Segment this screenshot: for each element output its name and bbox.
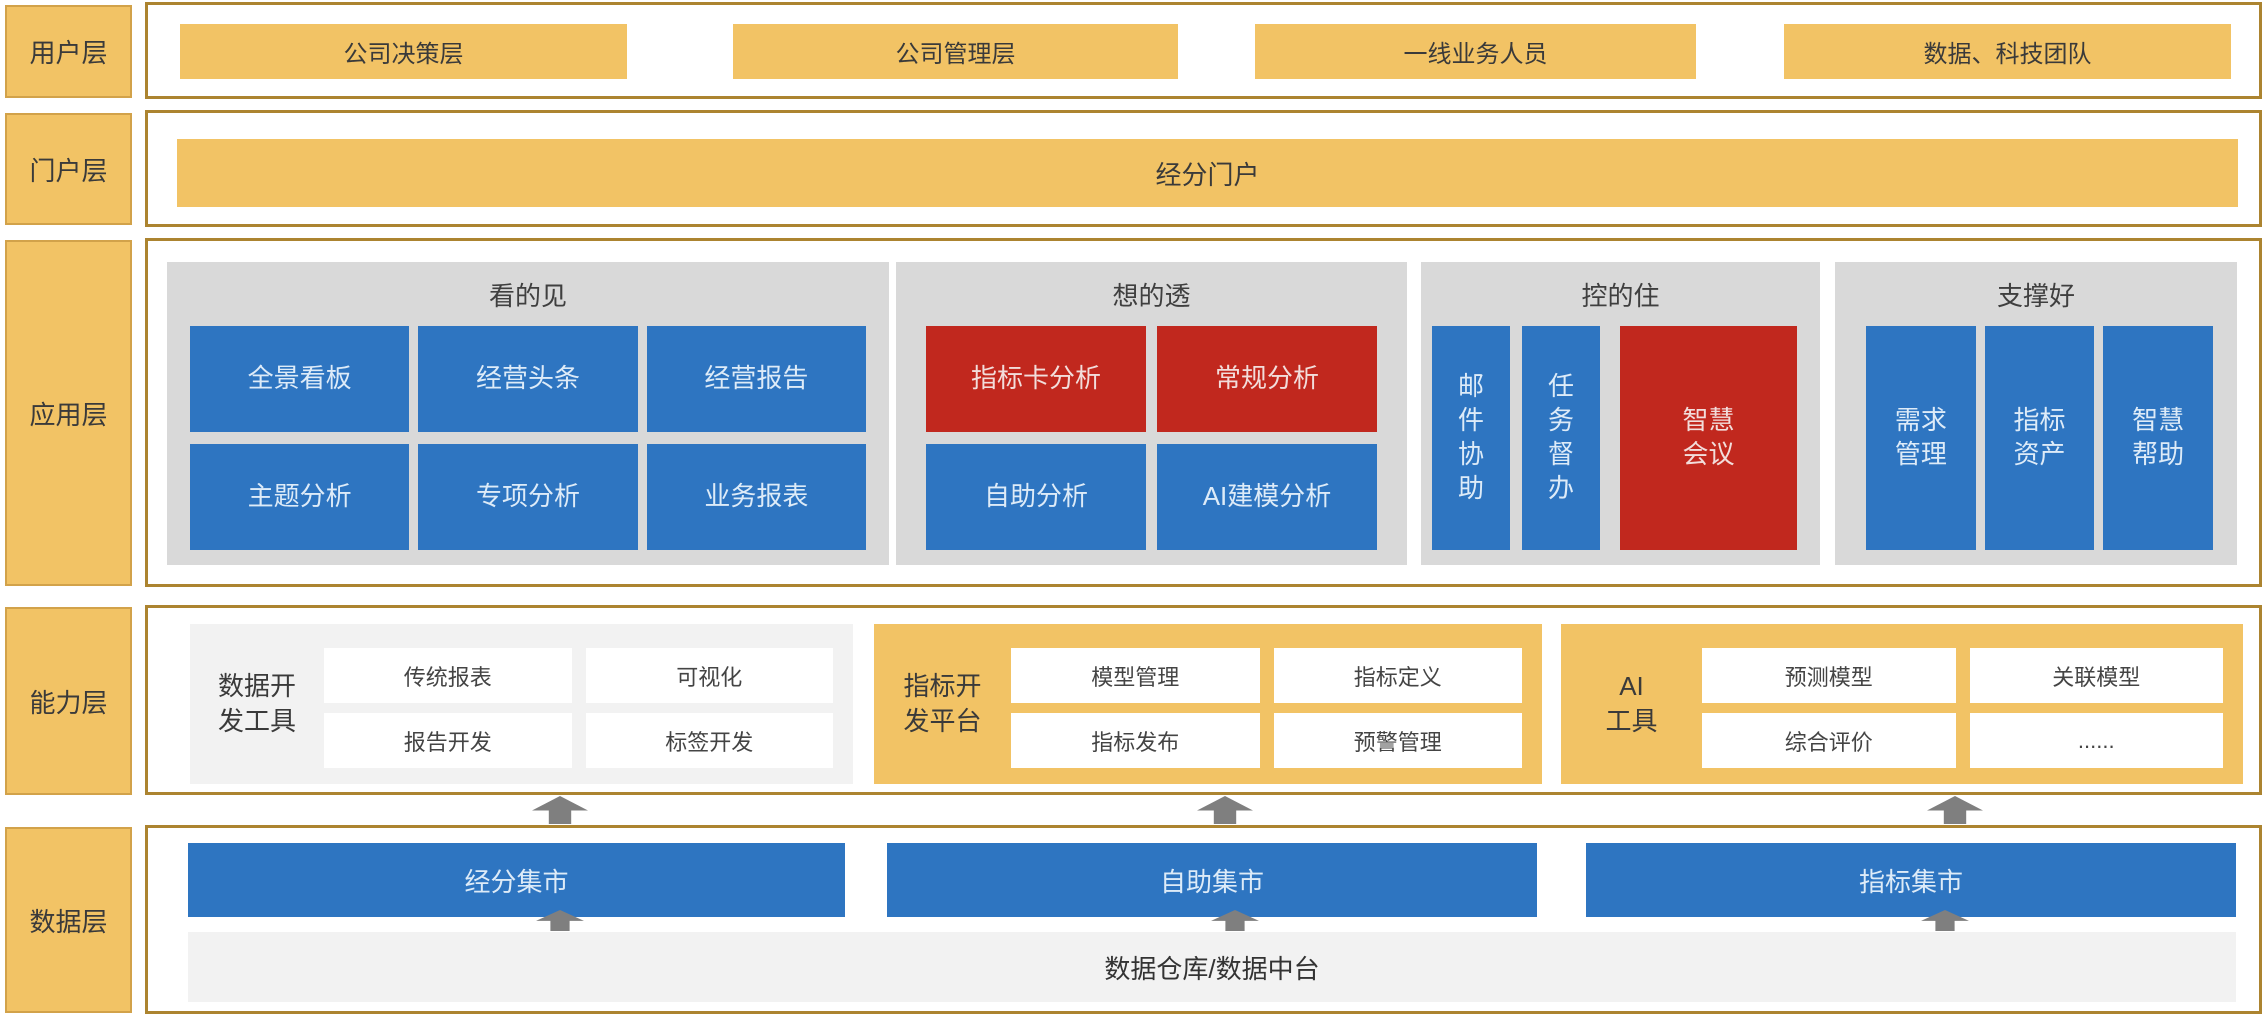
app-layer-box: 看的见 全景看板 经营头条 经营报告 主题分析 专项分析 业务报表 想的透 指标… (145, 238, 2262, 587)
app-item-ai-modeling-analysis: AI建模分析 (1157, 444, 1377, 550)
section-title: 支撑好 (1996, 280, 2075, 311)
layer-label-app: 应用层 (5, 240, 132, 586)
app-item-smart-meeting: 智慧 会议 (1620, 326, 1797, 550)
data-warehouse-bar: 数据仓库/数据中台 (188, 932, 2236, 1002)
section-title: 看的见 (488, 280, 567, 311)
capability-group-data-dev-tools: 数据开 发工具 传统报表 可视化 报告开发 标签开发 (190, 624, 853, 784)
capability-group-label: 指标开 发平台 (903, 670, 982, 736)
layer-label-capability: 能力层 (5, 607, 132, 795)
capability-item-indicator-definition: 指标定义 (1273, 648, 1522, 703)
capability-group-ai-tools: AI 工具 预测模型 关联模型 综合评价 ...... (1561, 624, 2243, 784)
app-item-demand-management: 需求 管理 (1866, 326, 1976, 550)
user-layer-box: 公司决策层 公司管理层 一线业务人员 数据、科技团队 (145, 2, 2262, 99)
portal-banner: 经分门户 (177, 139, 2238, 207)
app-item-indicator-assets: 指标 资产 (1984, 326, 2095, 550)
app-item-routine-analysis: 常规分析 (1157, 326, 1377, 432)
capability-item-alert-management: 预警管理 (1273, 713, 1522, 768)
capability-item-prediction-model: 预测模型 (1702, 648, 1956, 703)
app-item-selfservice-analysis: 自助分析 (926, 444, 1146, 550)
capability-item-ellipsis: ...... (1969, 713, 2223, 768)
up-arrow (1927, 796, 1983, 824)
layer-label-user: 用户层 (5, 5, 132, 98)
portal-layer-box: 经分门户 (145, 110, 2262, 227)
capability-group-indicator-platform: 指标开 发平台 模型管理 指标定义 指标发布 预警管理 (874, 624, 1542, 784)
app-item-theme-analysis: 主题分析 (190, 444, 410, 550)
app-section-visible: 看的见 全景看板 经营头条 经营报告 主题分析 专项分析 业务报表 (167, 262, 889, 565)
user-group-frontline: 一线业务人员 (1255, 24, 1696, 79)
app-section-insight: 想的透 指标卡分析 常规分析 自助分析 AI建模分析 (896, 262, 1407, 565)
capability-layer-box: 数据开 发工具 传统报表 可视化 报告开发 标签开发 指标开 发平台 模型管理 … (145, 605, 2262, 795)
app-section-control: 控的住 邮 件 协 助 任 务 督 办 智慧 会议 (1421, 262, 1820, 565)
capability-item-traditional-reports: 传统报表 (324, 648, 572, 703)
app-item-panorama-board: 全景看板 (190, 326, 410, 432)
capability-item-report-dev: 报告开发 (324, 713, 572, 768)
layer-label-data: 数据层 (5, 827, 132, 1013)
section-title: 想的透 (1112, 280, 1191, 311)
app-section-support: 支撑好 需求 管理 指标 资产 智慧 帮助 (1835, 262, 2237, 565)
data-mart-selfservice: 自助集市 (887, 843, 1537, 917)
up-arrow (532, 796, 588, 824)
app-item-mail-assist: 邮 件 协 助 (1432, 326, 1510, 550)
capability-item-association-model: 关联模型 (1969, 648, 2223, 703)
up-arrow (1197, 796, 1253, 824)
app-item-smart-help: 智慧 帮助 (2103, 326, 2213, 550)
capability-item-comprehensive-eval: 综合评价 (1702, 713, 1956, 768)
user-group-data-tech: 数据、科技团队 (1784, 24, 2231, 79)
capability-item-indicator-publish: 指标发布 (1011, 713, 1260, 768)
app-item-task-supervision: 任 务 督 办 (1522, 326, 1600, 550)
user-group-decision: 公司决策层 (180, 24, 627, 79)
layer-label-portal: 门户层 (5, 113, 132, 225)
app-item-biz-headlines: 经营头条 (418, 326, 638, 432)
app-item-indicator-card-analysis: 指标卡分析 (926, 326, 1146, 432)
capability-item-model-management: 模型管理 (1011, 648, 1260, 703)
capability-group-label: 数据开 发工具 (217, 670, 296, 736)
user-group-management: 公司管理层 (733, 24, 1178, 79)
app-item-biz-statements: 业务报表 (646, 444, 866, 550)
capability-group-label: AI 工具 (1605, 670, 1658, 736)
data-mart-jingfen: 经分集市 (188, 843, 845, 917)
app-item-biz-report: 经营报告 (646, 326, 866, 432)
capability-item-label-dev: 标签开发 (585, 713, 833, 768)
app-item-special-analysis: 专项分析 (418, 444, 638, 550)
data-layer-box: 经分集市 自助集市 指标集市 数据仓库/数据中台 (145, 825, 2262, 1014)
capability-item-visualization: 可视化 (585, 648, 833, 703)
data-mart-indicator: 指标集市 (1586, 843, 2236, 917)
section-title: 控的住 (1581, 280, 1660, 311)
